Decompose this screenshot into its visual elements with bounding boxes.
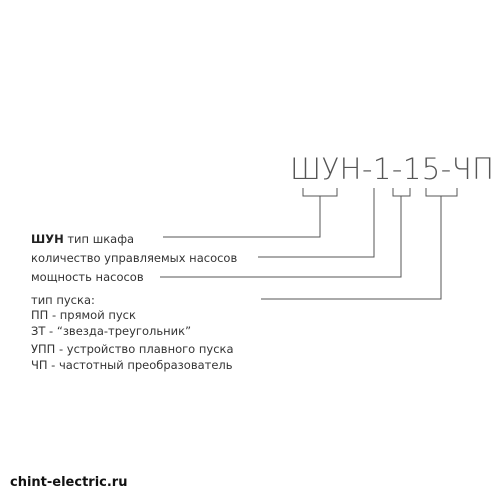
leader-line-pump-power (160, 188, 411, 278)
site-watermark: chint-electric.ru (10, 475, 128, 490)
label-pump-power: мощность насосов (31, 270, 144, 284)
leader-line-cabinet (163, 188, 338, 238)
label-frequency-converter: ЧП - частотный преобразователь (31, 358, 233, 372)
leader-line-start-type (261, 188, 458, 300)
label-star-delta: ЗТ - “звезда-треугольник” (31, 324, 192, 338)
label-direct-start: ПП - прямой пуск (31, 308, 136, 322)
label-soft-start: УПП - устройство плавного пуска (31, 342, 234, 356)
leader-line-pump-count (258, 188, 375, 258)
label-pump-count: количество управляемых насосов (31, 251, 238, 265)
label-start-type: тип пуска: (31, 293, 95, 307)
label-cabinet-prefix: ШУН (31, 232, 64, 246)
label-cabinet-type-text: тип шкафа (63, 232, 135, 246)
model-code: ШУН-1-15-ЧП (290, 152, 495, 186)
label-cabinet-type: ШУН тип шкафа (31, 232, 134, 246)
